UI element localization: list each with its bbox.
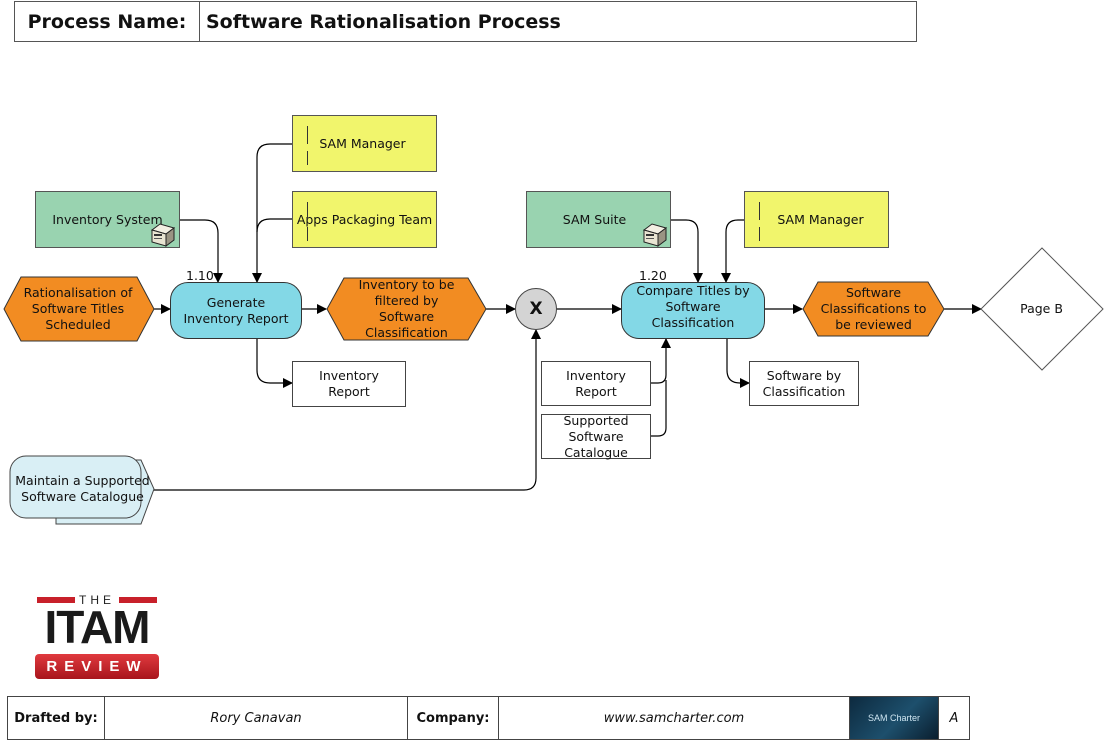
role-divider [307, 202, 308, 220]
document-software-by-classification[interactable]: Software by Classification [749, 361, 859, 406]
event-filtered[interactable] [326, 277, 487, 341]
role-apps-packaging-label: Apps Packaging Team [296, 211, 433, 227]
role-divider [307, 126, 308, 144]
logo-bar [119, 597, 157, 603]
page-reference-label: Page B [1020, 300, 1063, 316]
logo-the: THE [79, 593, 115, 607]
process-name-label: Process Name: [15, 2, 200, 41]
role-divider [307, 227, 308, 241]
arrow-inventory-system-to-generate [180, 219, 223, 283]
sam-charter-logo-text: SAM Charter [867, 713, 920, 723]
itam-review-logo: THE ITAM REVIEW [35, 593, 159, 681]
footer-table: Drafted by: Rory Canavan Company: www.sa… [7, 696, 970, 740]
document-label: Inventory Report [566, 367, 626, 399]
role-sam-manager-2[interactable]: SAM Manager [744, 191, 889, 248]
arrow-compare-to-classification [726, 338, 750, 388]
server-icon [642, 223, 668, 247]
arrow-sam-suite-to-compare [670, 219, 703, 283]
function-generate-inventory-report[interactable]: Generate Inventory Report [170, 282, 302, 339]
logo-itam: ITAM [44, 601, 150, 653]
role-apps-packaging[interactable]: Apps Packaging Team [292, 191, 437, 248]
arrow-generate-to-report [256, 338, 293, 388]
xor-connector[interactable]: X [515, 288, 557, 330]
sam-charter-logo: SAM Charter [850, 697, 939, 739]
document-label: Software by Classification [762, 367, 846, 399]
logo-bar [37, 597, 75, 603]
company-value: www.samcharter.com [499, 697, 850, 739]
arrow-catalogue-to-compare [651, 380, 667, 437]
arrow-interface-to-xor [153, 329, 541, 491]
role-sam-manager-2-label: SAM Manager [777, 211, 864, 227]
document-label: Supported Software Catalogue [563, 412, 629, 460]
role-divider [307, 151, 308, 165]
document-supported-catalogue[interactable]: Supported Software Catalogue [541, 412, 651, 460]
function-compare-label: Compare Titles by Software Classificatio… [636, 283, 750, 330]
process-interface-label: Maintain a Supported Software Catalogue [15, 473, 150, 504]
company-label: Company: [408, 697, 499, 739]
process-header: Process Name: Software Rationalisation P… [14, 1, 917, 42]
function-generate-label: Generate Inventory Report [183, 294, 289, 326]
document-inventory-report-output[interactable]: Inventory Report [292, 361, 406, 407]
event-start-label: Rationalisation of Software Titles Sched… [23, 285, 133, 332]
function-number-2: 1.20 [639, 268, 667, 283]
arrow-sam-manager2-to-compare [721, 219, 744, 283]
drafted-by-label: Drafted by: [8, 697, 105, 739]
system-inventory-label: Inventory System [52, 211, 163, 227]
function-compare-titles[interactable]: Compare Titles by Software Classificatio… [621, 282, 765, 339]
arrow-inv-report-to-compare [651, 338, 671, 384]
xor-label: X [529, 299, 543, 319]
system-inventory[interactable]: Inventory System [35, 191, 180, 248]
document-label: Inventory Report [319, 368, 379, 399]
version-value: A [949, 710, 959, 726]
function-number-1: 1.10 [186, 268, 214, 283]
event-review[interactable] [802, 281, 945, 337]
page-reference[interactable] [980, 247, 1105, 372]
role-sam-manager-1-label: SAM Manager [319, 135, 406, 151]
system-sam-suite-label: SAM Suite [562, 211, 627, 227]
event-start[interactable] [3, 276, 155, 342]
role-divider [759, 227, 760, 241]
logo-review: REVIEW [35, 654, 159, 679]
role-divider [759, 202, 760, 220]
server-icon [150, 223, 176, 247]
arrow-apps-packaging-to-generate [256, 218, 292, 233]
arrow-sam-manager-to-generate [252, 143, 292, 283]
document-inventory-report-input[interactable]: Inventory Report [541, 361, 651, 406]
event-filtered-label: Inventory to be filtered by Software Cla… [358, 277, 455, 340]
event-review-label: Software Classifications to be reviewed [820, 285, 927, 332]
role-sam-manager-1[interactable]: SAM Manager [292, 115, 437, 172]
process-interface[interactable] [8, 454, 158, 526]
process-name-value: Software Rationalisation Process [206, 10, 561, 33]
drafted-by-value: Rory Canavan [105, 697, 408, 739]
